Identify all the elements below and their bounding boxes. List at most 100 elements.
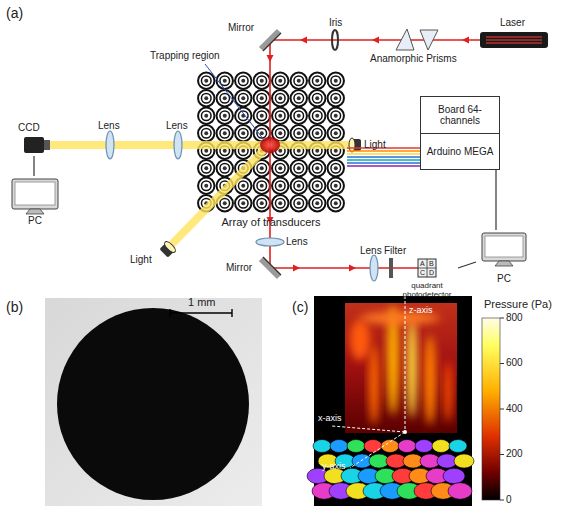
- transducer-ring: [331, 181, 341, 191]
- transducer-core: [278, 79, 282, 83]
- prism: [420, 30, 438, 50]
- transducer: [291, 178, 307, 194]
- laser-stripe: [486, 42, 542, 43]
- node-text: Board 64-channels: [421, 97, 499, 134]
- computer-node: PC: [476, 230, 532, 284]
- colorbar-tick: 600: [506, 357, 523, 368]
- cable: [495, 170, 496, 230]
- photodetector-node: quadrant photodetector: [396, 256, 458, 300]
- transducer-blob: [449, 440, 467, 453]
- transducer: [235, 125, 251, 141]
- transducer-ring: [272, 160, 288, 176]
- beam-arrow: [293, 265, 300, 272]
- trapped-particle: [57, 308, 249, 500]
- transducer-ring: [257, 93, 267, 103]
- transducer-ring: [220, 198, 230, 208]
- transducer-ring: [201, 111, 211, 121]
- transducer-core: [241, 184, 245, 188]
- transducer-ring: [217, 160, 233, 176]
- transducer-core: [260, 79, 264, 83]
- mirror-edge: [263, 33, 281, 51]
- transducer: [291, 160, 307, 176]
- transducer: [328, 195, 344, 211]
- transducer-render: [307, 440, 474, 500]
- node-text: PC: [8, 215, 62, 226]
- filter: [389, 258, 393, 278]
- lens: [174, 131, 182, 159]
- quadrant-divider: [418, 268, 436, 269]
- transducer-blob: [364, 440, 382, 453]
- transducer-blob: [443, 468, 465, 483]
- cable: [33, 156, 34, 176]
- panel-letter: (c): [292, 300, 308, 315]
- transducer-ring: [217, 125, 233, 141]
- x-axis-line: [332, 426, 405, 432]
- control-wire: [347, 150, 420, 151]
- transducer-ring: [275, 181, 285, 191]
- transducer-ring: [238, 198, 248, 208]
- transducer: [309, 90, 325, 106]
- transducer-ring: [328, 178, 344, 194]
- lamp: [349, 138, 361, 152]
- transducer-ring: [331, 76, 341, 86]
- transducer-core: [278, 114, 282, 118]
- transducer-ring: [238, 93, 248, 103]
- monitor-stand: [26, 209, 44, 214]
- transducer-core: [223, 79, 227, 83]
- laser-beam: [270, 40, 548, 268]
- transducer-ring: [257, 181, 267, 191]
- transducer-core: [260, 201, 264, 205]
- lamp-glass: [349, 138, 355, 152]
- transducer-ring: [331, 93, 341, 103]
- colorbar-tick: 800: [506, 312, 523, 323]
- transducer: [291, 73, 307, 89]
- prism: [396, 29, 414, 50]
- transducer-core: [297, 96, 301, 100]
- transducer-ring: [238, 128, 248, 138]
- camera-body: [24, 137, 44, 153]
- transducer-ring: [254, 73, 270, 89]
- beam-arrow: [349, 265, 356, 272]
- component-label: Trapping region: [150, 50, 220, 61]
- transducer-ring: [328, 195, 344, 211]
- transducer-ring: [294, 111, 304, 121]
- beam-arrow: [300, 37, 307, 44]
- transducer-ring: [309, 160, 325, 176]
- component-label: Mirror: [226, 262, 252, 273]
- transducer-ring: [312, 111, 322, 121]
- pressure-hotspot: [407, 318, 417, 418]
- transducer-ring: [257, 198, 267, 208]
- iris: [332, 30, 338, 50]
- transducer-ring: [257, 111, 267, 121]
- transducer: [198, 73, 214, 89]
- control-wire: [347, 162, 420, 163]
- component-label: Lens: [286, 236, 308, 247]
- transducer-ring: [235, 73, 251, 89]
- transducer: [198, 178, 214, 194]
- transducer: [328, 178, 344, 194]
- transducer-ring: [198, 73, 214, 89]
- transducer-ring: [272, 108, 288, 124]
- transducer-core: [204, 166, 208, 170]
- transducer: [198, 160, 214, 176]
- transducer-ring: [272, 90, 288, 106]
- transducer-core: [334, 166, 338, 170]
- transducer-ring: [291, 195, 307, 211]
- colorbar-tick: 400: [506, 403, 523, 414]
- transducer-core: [334, 184, 338, 188]
- transducer-ring: [235, 90, 251, 106]
- transducer-ring: [309, 195, 325, 211]
- colorbar-tick: 0: [506, 494, 512, 505]
- transducer-ring: [328, 160, 344, 176]
- transducer: [272, 160, 288, 176]
- transducer-core: [315, 184, 319, 188]
- mirror: [261, 259, 279, 277]
- transducer: [291, 108, 307, 124]
- transducer-ring: [220, 76, 230, 86]
- node-text: quadrant photodetector: [396, 282, 458, 300]
- imaging-light: [50, 141, 352, 149]
- transducer-ring: [309, 178, 325, 194]
- scale-bar-tick: [231, 309, 232, 317]
- transducer-ring: [331, 128, 341, 138]
